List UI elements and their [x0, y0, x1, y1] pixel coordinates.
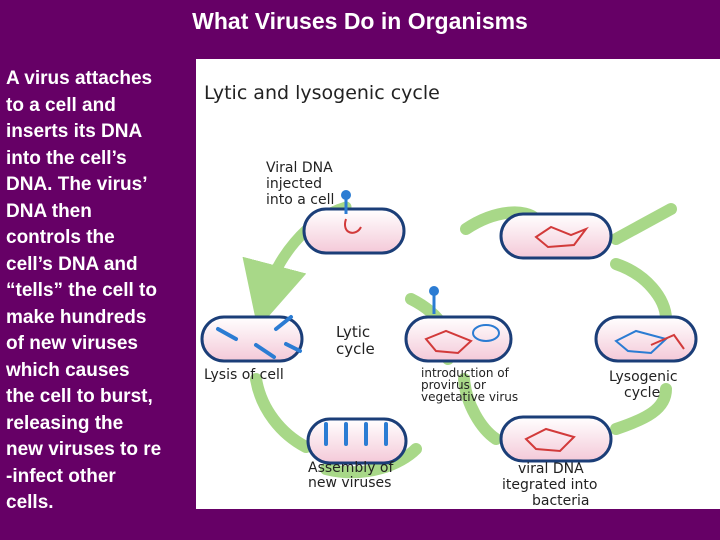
svg-text:bacteria: bacteria [532, 493, 590, 509]
label-injected: Viral DNA injected into a cell [266, 160, 334, 208]
cell-top-right [499, 212, 613, 260]
arrow-lysogenic-bottom [610, 383, 672, 435]
svg-text:cycle: cycle [624, 385, 660, 401]
cell-injected [302, 190, 406, 255]
svg-text:itegrated into: itegrated into [502, 477, 597, 493]
cell-assembly [306, 417, 408, 465]
svg-text:introduction of: introduction of [421, 366, 510, 380]
arrow-lysogenic-left [458, 373, 502, 445]
lytic-lysogenic-diagram: Lytic and lysogenic cycle [196, 59, 720, 509]
arrow-lytic-bottom [320, 443, 422, 479]
label-lytic-cycle: Lytic cycle [336, 323, 375, 358]
cell-center [404, 286, 513, 363]
arrow-lysogenic-right [610, 258, 672, 325]
label-assembly: Assembly of new viruses [308, 460, 394, 491]
svg-text:new viruses: new viruses [308, 475, 391, 491]
cell-lysis [200, 315, 304, 363]
label-lysogenic-cycle: Lysogenic cycle [609, 369, 678, 401]
slide-title: What Viruses Do in Organisms [192, 8, 528, 34]
label-intro: introduction of provirus or vegetative v… [421, 366, 518, 404]
slide-body-text: A virus attaches to a cell and inserts i… [6, 68, 162, 513]
cell-lysogenic [594, 315, 698, 363]
svg-text:Lysogenic: Lysogenic [609, 369, 678, 385]
svg-text:injected: injected [266, 176, 322, 192]
svg-text:vegetative virus: vegetative virus [421, 390, 518, 404]
svg-text:viral DNA: viral DNA [518, 461, 584, 477]
svg-text:Assembly of: Assembly of [308, 460, 394, 476]
svg-text:into a cell: into a cell [266, 192, 334, 208]
diagram-title: Lytic and lysogenic cycle [204, 82, 440, 104]
svg-text:Lytic: Lytic [336, 323, 370, 341]
svg-text:Viral DNA: Viral DNA [266, 160, 333, 176]
label-lysis: Lysis of cell [204, 367, 284, 383]
label-integrated: viral DNA itegrated into bacteria [502, 461, 597, 509]
svg-text:cycle: cycle [336, 340, 375, 358]
arrow-release-diagonal [610, 203, 677, 245]
arrow-lytic-left [250, 373, 312, 453]
svg-text:provirus or: provirus or [421, 378, 486, 392]
cell-integrated [499, 415, 613, 463]
